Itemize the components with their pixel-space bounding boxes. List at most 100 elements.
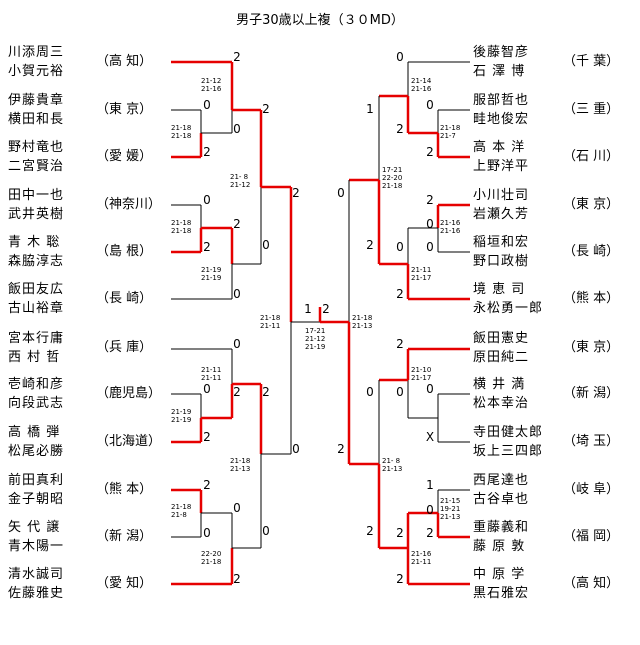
player-name: 野口政樹 bbox=[473, 254, 530, 269]
player-name: 松尾必勝 bbox=[8, 444, 65, 459]
game-score: 21-16 bbox=[440, 227, 461, 235]
match-result: 0 bbox=[426, 217, 434, 231]
player-name: 横田和長 bbox=[8, 112, 65, 127]
player-name: 野村竜也 bbox=[8, 140, 65, 155]
player-name: 上野洋平 bbox=[473, 159, 530, 174]
match-result: 1 bbox=[304, 302, 312, 316]
prefecture-label: （高 知） bbox=[96, 54, 153, 69]
match-result: 0 bbox=[426, 240, 434, 254]
game-score: 21-11 bbox=[201, 374, 221, 382]
game-score: 21-18 bbox=[440, 124, 460, 132]
match-result: 0 bbox=[426, 382, 434, 396]
game-score: 17-21 bbox=[305, 327, 325, 335]
player-name: 畦地俊宏 bbox=[473, 112, 530, 127]
prefecture-label: （岐 阜） bbox=[563, 482, 620, 497]
player-name: 向段武志 bbox=[8, 396, 65, 411]
match-result: 2 bbox=[203, 240, 211, 254]
match-result: 2 bbox=[203, 430, 211, 444]
game-score: 17-21 bbox=[382, 166, 402, 174]
game-score: 21-19 bbox=[305, 343, 325, 351]
game-score: 21-11 bbox=[201, 366, 221, 374]
page-title: 男子30歳以上複（３０MD） bbox=[236, 13, 404, 28]
match-result: 2 bbox=[396, 526, 404, 540]
game-score: 21-19 bbox=[201, 266, 221, 274]
player-name: 藤 原 敦 bbox=[473, 539, 526, 554]
match-result: 2 bbox=[262, 385, 270, 399]
game-score: 21-18 bbox=[201, 558, 221, 566]
player-name: 川添周三 bbox=[8, 45, 65, 60]
player-name: 小賀元裕 bbox=[8, 64, 65, 79]
player-name: 宮本行庸 bbox=[8, 331, 65, 346]
match-result: 0 bbox=[233, 337, 241, 351]
match-result: 0 bbox=[203, 193, 211, 207]
prefecture-label: （北海道） bbox=[96, 434, 162, 449]
game-score: 21-16 bbox=[411, 85, 432, 93]
match-result: 2 bbox=[337, 442, 345, 456]
match-result: 0 bbox=[233, 287, 241, 301]
player-name: 重藤義和 bbox=[473, 520, 530, 535]
player-name: 高 橋 弾 bbox=[8, 425, 61, 440]
prefecture-label: （石 川） bbox=[563, 149, 620, 164]
game-score: 21-13 bbox=[440, 513, 460, 521]
match-result: 2 bbox=[233, 572, 241, 586]
match-result: 2 bbox=[426, 145, 434, 159]
player-name: 原田純二 bbox=[473, 350, 530, 365]
game-score: 21- 8 bbox=[382, 457, 400, 465]
prefecture-label: （東 京） bbox=[96, 102, 153, 117]
player-name: 西尾達也 bbox=[473, 473, 530, 488]
game-score: 21-16 bbox=[440, 219, 461, 227]
match-result: 1 bbox=[366, 102, 374, 116]
game-score: 21-12 bbox=[230, 181, 250, 189]
player-name: 岩瀬久芳 bbox=[473, 207, 530, 222]
player-name: 壱崎和彦 bbox=[8, 377, 65, 392]
game-score: 21-12 bbox=[305, 335, 325, 343]
match-result: 2 bbox=[233, 217, 241, 231]
player-name: 森脇淳志 bbox=[8, 254, 65, 269]
player-name: 永松勇一郎 bbox=[473, 301, 544, 316]
game-score: 21-18 bbox=[352, 314, 372, 322]
game-score: 21-17 bbox=[411, 274, 431, 282]
match-result: 2 bbox=[292, 186, 300, 200]
prefecture-label: （高 知） bbox=[563, 576, 620, 591]
game-score: 21-18 bbox=[382, 182, 402, 190]
player-name: 青 木 聡 bbox=[8, 235, 61, 250]
match-result: 2 bbox=[233, 50, 241, 64]
match-result: 2 bbox=[426, 526, 434, 540]
game-score: 21-13 bbox=[352, 322, 372, 330]
game-score: 22-20 bbox=[201, 550, 221, 558]
match-result: 2 bbox=[366, 524, 374, 538]
game-score: 21-12 bbox=[201, 77, 221, 85]
match-result: 0 bbox=[262, 524, 270, 538]
prefecture-label: （新 潟） bbox=[96, 529, 153, 544]
game-score: 21-10 bbox=[411, 366, 431, 374]
bracket-lines bbox=[171, 60, 470, 586]
match-result: 0 bbox=[292, 442, 300, 456]
game-score: 21-18 bbox=[171, 132, 191, 140]
player-name: 坂上三四郎 bbox=[473, 444, 544, 459]
game-score: 21-19 bbox=[201, 274, 221, 282]
game-score: 21-16 bbox=[201, 85, 222, 93]
match-result: 0 bbox=[396, 385, 404, 399]
prefecture-label: （埼 玉） bbox=[563, 434, 620, 449]
prefecture-label: （三 重） bbox=[563, 102, 620, 117]
player-name: 西 村 哲 bbox=[8, 350, 61, 365]
match-result: 2 bbox=[203, 145, 211, 159]
player-name: 二宮賢治 bbox=[8, 159, 65, 174]
match-result: 0 bbox=[233, 501, 241, 515]
player-name: 田中一也 bbox=[8, 188, 65, 203]
match-result: 2 bbox=[233, 385, 241, 399]
match-result: 2 bbox=[396, 572, 404, 586]
game-score: 21-16 bbox=[411, 550, 432, 558]
match-result: 0 bbox=[203, 382, 211, 396]
match-result: 0 bbox=[426, 98, 434, 112]
player-name: 矢 代 譲 bbox=[8, 520, 61, 535]
match-result: 2 bbox=[366, 238, 374, 252]
game-score: 22-20 bbox=[382, 174, 402, 182]
prefecture-label: （福 岡） bbox=[563, 529, 620, 544]
prefecture-label: （熊 本） bbox=[563, 291, 620, 306]
match-result: 2 bbox=[396, 122, 404, 136]
game-score: 21-18 bbox=[260, 314, 280, 322]
player-name: 金子朝昭 bbox=[8, 492, 65, 507]
